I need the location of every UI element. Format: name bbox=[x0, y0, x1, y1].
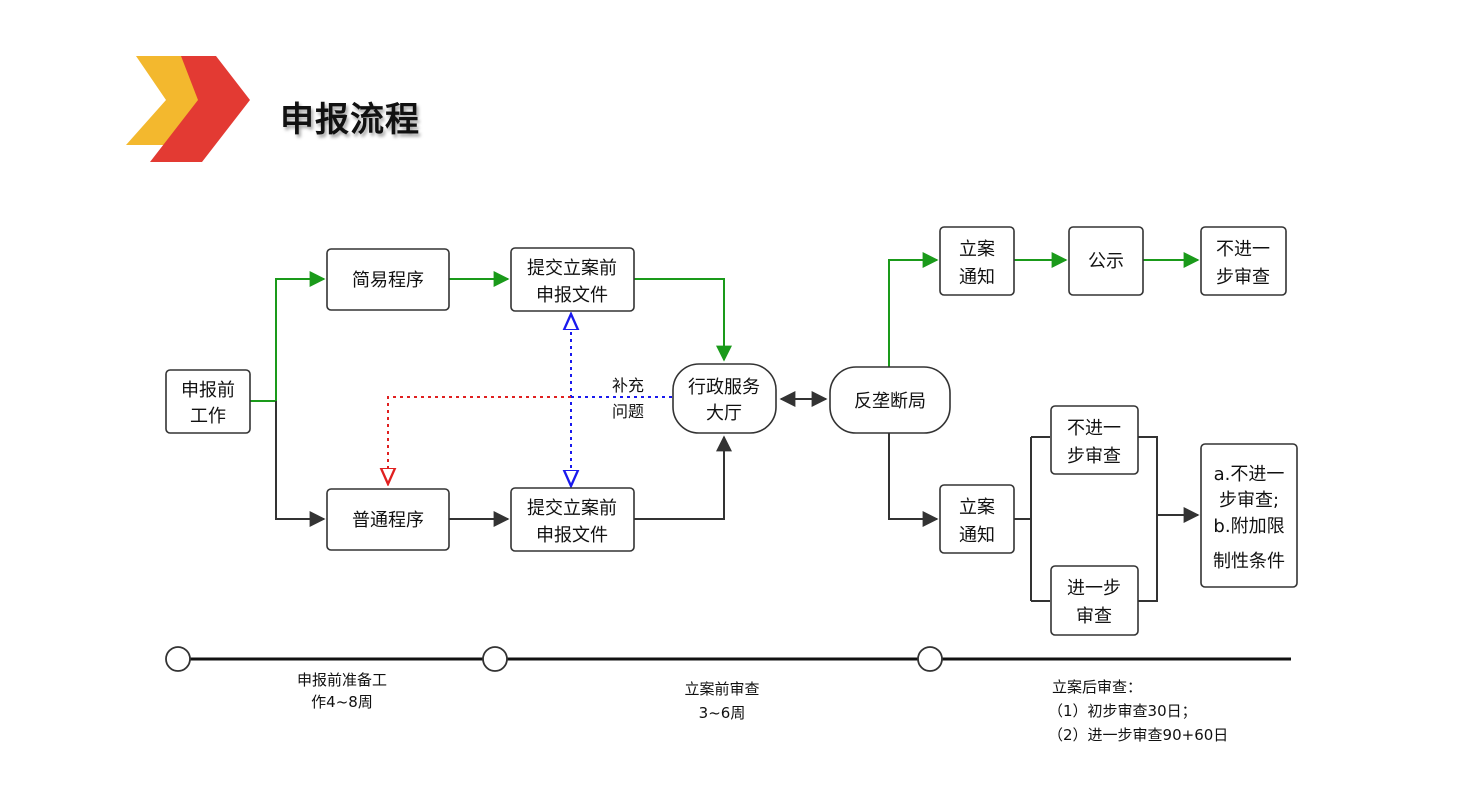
arrow-bureau-notice-bottom bbox=[888, 433, 939, 527]
svg-text:制性条件: 制性条件 bbox=[1213, 551, 1285, 572]
svg-text:申报前准备工: 申报前准备工 bbox=[297, 671, 387, 689]
svg-text:普通程序: 普通程序 bbox=[352, 510, 424, 531]
node-publicity: 公示 bbox=[1068, 226, 1144, 296]
supplement-label: 补充 问题 bbox=[612, 376, 644, 421]
svg-text:立案: 立案 bbox=[959, 239, 995, 260]
svg-text:不进一: 不进一 bbox=[1216, 239, 1270, 260]
svg-text:立案前审查: 立案前审查 bbox=[684, 680, 759, 698]
arrow-submit-bottom-hall bbox=[634, 435, 732, 520]
svg-text:申报文件: 申报文件 bbox=[536, 285, 608, 306]
svg-text:a.不进一: a.不进一 bbox=[1214, 464, 1285, 485]
timeline-label-pre-case: 立案前审查 3~6周 bbox=[684, 680, 759, 722]
timeline-node-1 bbox=[165, 646, 191, 672]
timeline-node-3 bbox=[917, 646, 943, 672]
svg-text:问题: 问题 bbox=[612, 402, 644, 421]
arrow-submit-top-hall bbox=[634, 278, 732, 362]
dotted-supplement-red bbox=[388, 396, 571, 484]
svg-text:（2）进一步审查90+60日: （2）进一步审查90+60日 bbox=[1048, 726, 1228, 744]
svg-text:作4~8周: 作4~8周 bbox=[311, 693, 373, 711]
timeline-label-post-case: 立案后审查： （1）初步审查30日； （2）进一步审查90+60日 bbox=[1048, 678, 1228, 744]
page-title: 申报流程 bbox=[280, 100, 420, 140]
svg-text:工作: 工作 bbox=[190, 406, 226, 427]
svg-text:通知: 通知 bbox=[959, 525, 995, 546]
arrow-bureau-notice-top bbox=[888, 252, 939, 367]
svg-text:提交立案前: 提交立案前 bbox=[527, 258, 617, 279]
node-result: a.不进一 步审查; b.附加限 制性条件 bbox=[1200, 443, 1298, 588]
node-pre-work: 申报前 工作 bbox=[165, 369, 251, 434]
svg-text:申报文件: 申报文件 bbox=[536, 525, 608, 546]
svg-text:简易程序: 简易程序 bbox=[352, 270, 424, 291]
svg-text:（1）初步审查30日；: （1）初步审查30日； bbox=[1048, 702, 1197, 720]
arrow-prework-simple bbox=[250, 271, 326, 402]
node-service-hall: 行政服务 大厅 bbox=[672, 363, 777, 434]
logo-chevron-red bbox=[150, 56, 250, 162]
node-submit-top: 提交立案前 申报文件 bbox=[510, 247, 635, 312]
svg-text:3~6周: 3~6周 bbox=[699, 704, 746, 722]
connectors bbox=[250, 252, 1200, 602]
node-no-further-top: 不进一 步审查 bbox=[1200, 226, 1287, 296]
svg-text:不进一: 不进一 bbox=[1067, 418, 1121, 439]
svg-text:b.附加限: b.附加限 bbox=[1213, 516, 1284, 537]
svg-text:行政服务: 行政服务 bbox=[688, 377, 760, 398]
node-simple-procedure: 简易程序 bbox=[326, 248, 450, 311]
arrow-prework-normal bbox=[275, 401, 326, 527]
svg-text:立案后审查：: 立案后审查： bbox=[1052, 678, 1142, 696]
timeline-node-2 bbox=[482, 646, 508, 672]
svg-text:补充: 补充 bbox=[612, 376, 644, 395]
svg-text:审查: 审查 bbox=[1076, 606, 1112, 627]
node-notice-top: 立案 通知 bbox=[939, 226, 1015, 296]
timeline: 申报前准备工 作4~8周 立案前审查 3~6周 立案后审查： （1）初步审查30… bbox=[165, 646, 1291, 744]
node-further-review: 进一步 审查 bbox=[1050, 565, 1139, 636]
svg-text:反垄断局: 反垄断局 bbox=[854, 391, 926, 412]
merge-lines bbox=[1138, 436, 1158, 602]
svg-text:申报前: 申报前 bbox=[181, 380, 235, 401]
svg-text:步审查;: 步审查; bbox=[1219, 490, 1279, 511]
svg-text:进一步: 进一步 bbox=[1067, 578, 1121, 599]
svg-text:立案: 立案 bbox=[959, 497, 995, 518]
node-submit-bottom: 提交立案前 申报文件 bbox=[510, 487, 635, 552]
svg-text:提交立案前: 提交立案前 bbox=[527, 498, 617, 519]
node-antitrust-bureau: 反垄断局 bbox=[829, 366, 951, 434]
svg-text:步审查: 步审查 bbox=[1067, 446, 1121, 467]
node-no-further-mid: 不进一 步审查 bbox=[1050, 405, 1139, 475]
svg-text:通知: 通知 bbox=[959, 267, 995, 288]
svg-text:步审查: 步审查 bbox=[1216, 267, 1270, 288]
svg-text:大厅: 大厅 bbox=[706, 403, 742, 424]
svg-text:公示: 公示 bbox=[1088, 251, 1124, 272]
node-notice-bottom: 立案 通知 bbox=[939, 484, 1015, 554]
node-normal-procedure: 普通程序 bbox=[326, 488, 450, 551]
timeline-label-prep: 申报前准备工 作4~8周 bbox=[297, 671, 387, 711]
